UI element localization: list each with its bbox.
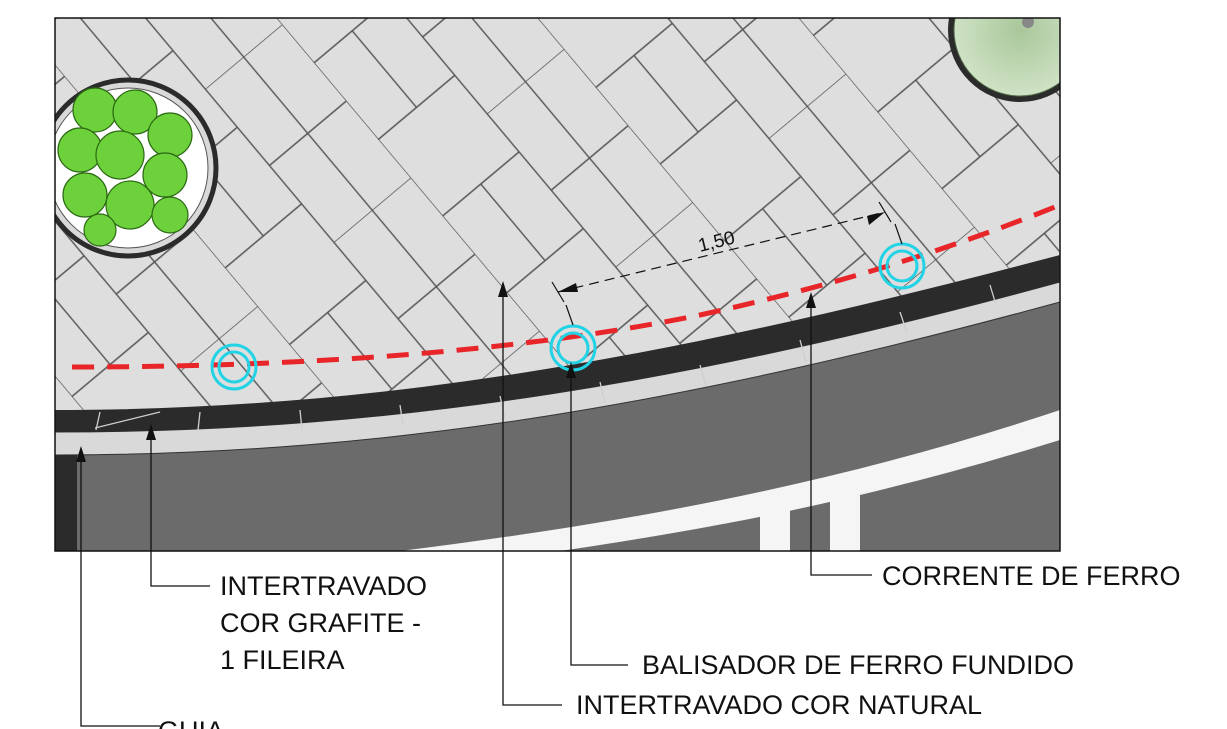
road-marking-stub — [760, 506, 790, 551]
label-corrente-de-ferro: CORRENTE DE FERRO — [882, 561, 1181, 591]
label-intertravado-grafite-line2: COR GRAFITE - — [220, 608, 421, 638]
left-edge-block — [55, 455, 77, 551]
road-marking-stub-2 — [830, 495, 860, 551]
bollard — [210, 343, 258, 391]
label-intertravado-grafite-line1: INTERTRAVADO — [220, 571, 427, 601]
leader-balisador — [570, 370, 628, 666]
leader-lines — [80, 287, 872, 727]
label-intertravado-natural: INTERTRAVADO COR NATURAL — [576, 690, 982, 720]
label-guia: GUIA — [158, 716, 224, 729]
leader-natural — [502, 287, 562, 706]
label-intertravado-grafite-line3: 1 FILEIRA — [220, 645, 345, 675]
tree-top-right — [948, 18, 1060, 102]
drawing-frame — [54, 17, 1061, 552]
intertravado-grafite-border — [55, 255, 1060, 432]
label-balisador: BALISADOR DE FERRO FUNDIDO — [642, 650, 1074, 680]
drawing-frame-content: 1,50 — [55, 18, 1060, 551]
leader-arrowheads — [76, 281, 816, 462]
leader-corrente — [810, 298, 872, 576]
corrente-de-ferro-chain — [71, 202, 1060, 370]
leader-grafite — [150, 430, 210, 587]
leader-guia — [80, 452, 160, 727]
dimension-line — [551, 201, 903, 326]
planter-foliage — [57, 87, 193, 247]
planter-left — [55, 77, 219, 259]
